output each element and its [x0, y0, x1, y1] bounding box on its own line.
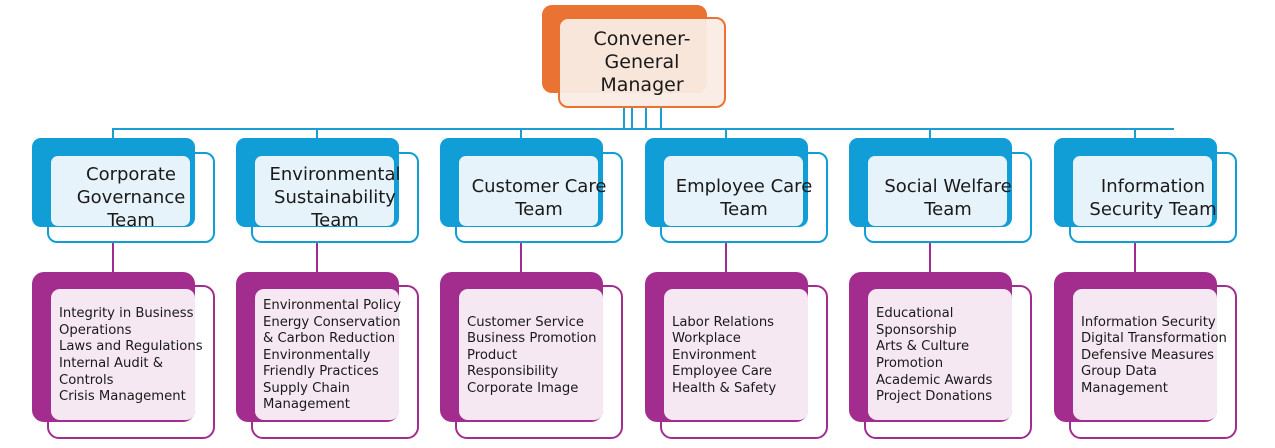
duties-node: Integrity in Business Operations Laws an… — [47, 285, 215, 439]
duties-list: Educational Sponsorship Arts & Culture P… — [876, 306, 993, 405]
connector-team-drop — [929, 128, 931, 138]
connector-team-drop — [112, 128, 114, 138]
duties-node-fill — [868, 289, 1012, 420]
team-node-fill — [51, 156, 190, 226]
team-name: Employee Care Team — [675, 175, 813, 220]
duties-node: Educational Sponsorship Arts & Culture P… — [864, 285, 1032, 439]
team-node-fill — [255, 156, 394, 226]
manager-title: Convener- General Manager — [593, 28, 691, 96]
duties-node: Information Security Digital Transformat… — [1069, 285, 1237, 439]
connector-team-duties — [1134, 243, 1136, 272]
manager-node: Convener- General Manager — [558, 17, 726, 108]
team-name: Social Welfare Team — [884, 175, 1012, 220]
team-node: Environmental Sustainability Team — [251, 152, 419, 243]
team-name: Environmental Sustainability Team — [269, 164, 401, 231]
team-node: Information Security Team — [1069, 152, 1237, 243]
duties-list: Customer Service Business Promotion Prod… — [467, 314, 597, 396]
duties-list: Environmental Policy Energy Conservation… — [263, 297, 402, 413]
duties-node: Labor Relations Workplace Environment Em… — [660, 285, 828, 439]
duties-list: Integrity in Business Operations Laws an… — [59, 306, 203, 405]
connector-team-drop — [316, 128, 318, 138]
connector-manager-3 — [645, 108, 647, 129]
team-node-fill — [664, 156, 803, 226]
team-name: Corporate Governance Team — [76, 164, 186, 231]
team-node-fill — [1073, 156, 1212, 226]
connector-team-drop — [725, 128, 727, 138]
duties-node-fill — [51, 289, 195, 420]
duties-node-fill — [255, 289, 399, 420]
connector-manager-1 — [623, 108, 625, 129]
duties-node-fill — [459, 289, 603, 420]
connector-team-duties — [929, 243, 931, 272]
connector-team-drop — [1134, 128, 1136, 138]
connector-manager-2 — [631, 108, 633, 129]
team-name: Customer Care Team — [471, 175, 607, 220]
team-node: Employee Care Team — [660, 152, 828, 243]
connector-manager-4 — [660, 108, 662, 129]
connector-team-duties — [316, 243, 318, 272]
connector-team-duties — [725, 243, 727, 272]
team-node-fill — [459, 156, 598, 226]
duties-list: Information Security Digital Transformat… — [1081, 314, 1227, 396]
duties-node-fill — [664, 289, 808, 420]
duties-node: Environmental Policy Energy Conservation… — [251, 285, 419, 439]
duties-node-fill — [1073, 289, 1217, 420]
connector-horizontal — [112, 128, 1174, 130]
connector-team-drop — [520, 128, 522, 138]
duties-node: Customer Service Business Promotion Prod… — [455, 285, 623, 439]
duties-list: Labor Relations Workplace Environment Em… — [672, 314, 777, 396]
team-node: Corporate Governance Team — [47, 152, 215, 243]
connector-team-duties — [520, 243, 522, 272]
connector-team-duties — [112, 243, 114, 272]
team-node: Customer Care Team — [455, 152, 623, 243]
team-name: Information Security Team — [1089, 175, 1217, 220]
team-node: Social Welfare Team — [864, 152, 1032, 243]
team-node-fill — [868, 156, 1007, 226]
